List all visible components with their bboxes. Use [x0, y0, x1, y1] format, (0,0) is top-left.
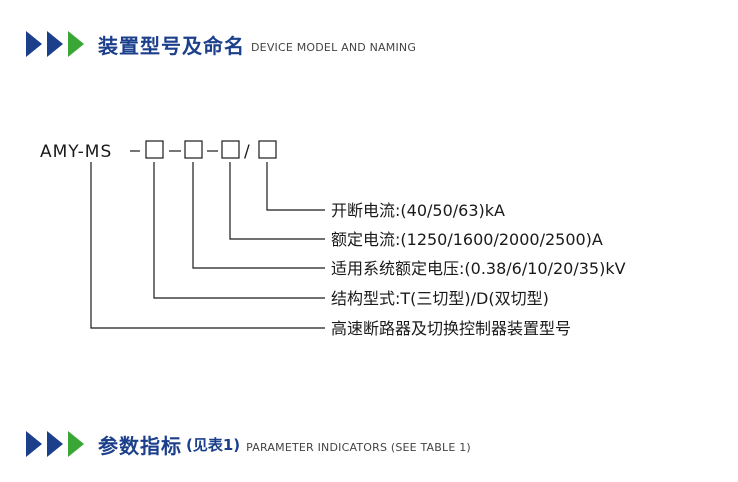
desc-structure-type: 结构型式:T(三切型)/D(双切型): [331, 289, 549, 308]
placeholder-box-structure: [145, 140, 164, 159]
desc-model-number: 高速断路器及切换控制器装置型号: [331, 319, 571, 338]
params-title-sub: (见表1): [186, 435, 241, 454]
naming-title-en: DEVICE MODEL AND NAMING: [251, 40, 417, 54]
placeholder-box-voltage: [184, 140, 203, 159]
params-section-heading: 参数指标 (见表1) PARAMETER INDICATORS (SEE TAB…: [26, 426, 471, 462]
placeholder-box-breaking-current: [258, 140, 277, 159]
triple-chevron-arrow-icon: [26, 31, 88, 57]
connector-structure-type: [153, 162, 325, 299]
separator-slash: /: [244, 142, 251, 162]
model-prefix: AMY-MS: [40, 142, 112, 162]
naming-section-heading: 装置型号及命名 DEVICE MODEL AND NAMING: [26, 26, 416, 62]
desc-rated-voltage: 适用系统额定电压:(0.38/6/10/20/35)kV: [331, 259, 626, 278]
connector-rated-voltage: [192, 162, 325, 269]
desc-rated-current: 额定电流:(1250/1600/2000/2500)A: [331, 230, 603, 249]
placeholder-box-current: [221, 140, 240, 159]
connector-rated-current: [229, 162, 325, 240]
desc-breaking-current: 开断电流:(40/50/63)kA: [331, 201, 505, 220]
connector-model-number: [90, 162, 325, 329]
params-title-cn: 参数指标: [98, 433, 182, 458]
naming-title-cn: 装置型号及命名: [98, 33, 245, 58]
triple-chevron-arrow-icon: [26, 431, 88, 457]
params-title-en: PARAMETER INDICATORS (SEE TABLE 1): [246, 440, 471, 454]
connector-breaking-current: [266, 162, 325, 211]
